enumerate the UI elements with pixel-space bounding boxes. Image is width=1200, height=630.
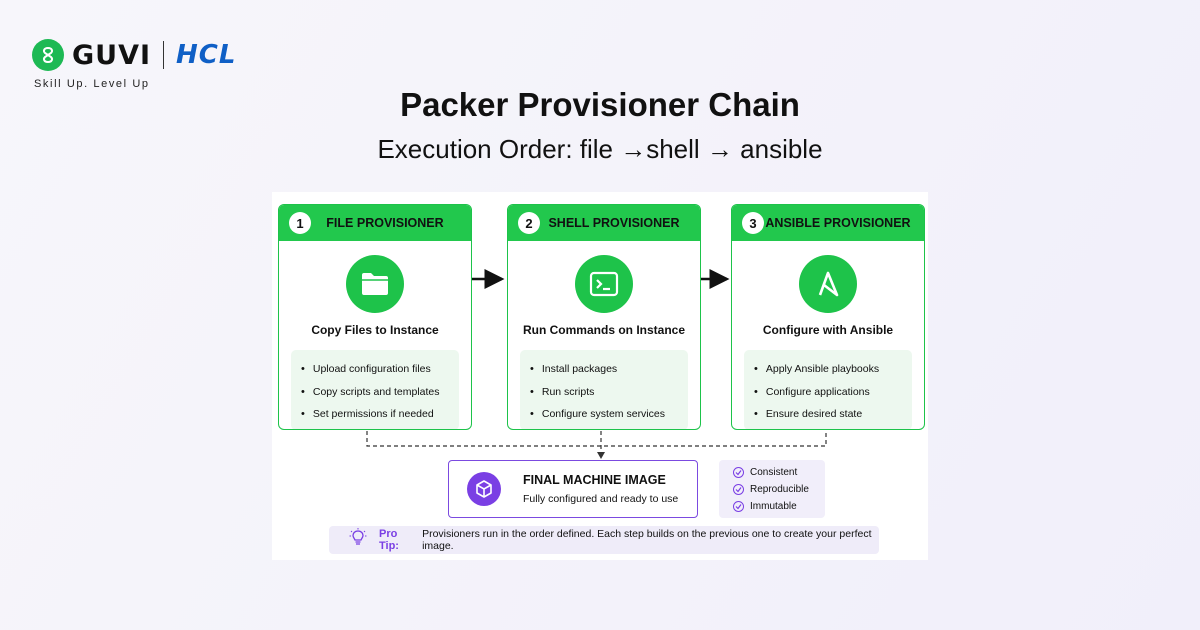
terminal-icon <box>575 255 633 313</box>
ansible-provisioner-card: 3 ANSIBLE PROVISIONER Configure with Ans… <box>731 204 925 430</box>
final-title: FINAL MACHINE IMAGE <box>523 473 666 487</box>
merge-arrowhead <box>597 452 605 459</box>
card-header: 3 ANSIBLE PROVISIONER <box>732 205 924 241</box>
card-heading: Configure with Ansible <box>762 323 894 337</box>
step-number: 2 <box>518 212 540 234</box>
bullet-list: Install packages Run scripts Configure s… <box>520 350 688 429</box>
card-heading: Run Commands on Instance <box>522 323 686 337</box>
card-heading: Copy Files to Instance <box>311 323 439 337</box>
final-description: Fully configured and ready to use <box>523 493 679 505</box>
file-provisioner-card: 1 FILE PROVISIONER Copy Files to Instanc… <box>278 204 472 430</box>
card-title: FILE PROVISIONER <box>326 216 444 230</box>
brand-tagline: Skill Up. Level Up <box>34 78 150 90</box>
check-circle-icon <box>733 501 744 512</box>
check-circle-icon <box>733 467 744 478</box>
shell-provisioner-card: 2 SHELL PROVISIONER Run Commands on Inst… <box>507 204 701 430</box>
list-item: Copy scripts and templates <box>301 381 459 404</box>
guvi-logo-icon <box>32 39 64 71</box>
card-header: 2 SHELL PROVISIONER <box>508 205 700 241</box>
folder-icon <box>346 255 404 313</box>
pro-tip-text: Provisioners run in the order defined. E… <box>422 528 872 552</box>
dashed-merge-lines <box>366 431 827 455</box>
ansible-icon <box>799 255 857 313</box>
card-title: ANSIBLE PROVISIONER <box>765 216 911 230</box>
list-item: Set permissions if needed <box>301 403 459 426</box>
lightbulb-icon <box>349 527 367 553</box>
pro-tip-banner: Pro Tip: Provisioners run in the order d… <box>329 526 879 554</box>
card-header: 1 FILE PROVISIONER <box>279 205 471 241</box>
list-item: Reproducible <box>733 481 825 498</box>
quality-label: Immutable <box>750 501 797 512</box>
list-item: Apply Ansible playbooks <box>754 358 912 381</box>
bullet-list: Apply Ansible playbooks Configure applic… <box>744 350 912 429</box>
final-image-box: FINAL MACHINE IMAGE Fully configured and… <box>448 460 698 518</box>
quality-label: Consistent <box>750 467 798 478</box>
list-item: Configure system services <box>530 403 688 426</box>
brand-logo: GUVI HCL Skill Up. Level Up <box>32 38 332 98</box>
bullet-list: Upload configuration files Copy scripts … <box>291 350 459 429</box>
list-item: Upload configuration files <box>301 358 459 381</box>
step-number: 3 <box>742 212 764 234</box>
cube-icon <box>467 472 501 506</box>
logo-divider <box>163 41 165 69</box>
quality-checklist: Consistent Reproducible Immutable <box>719 460 825 518</box>
card-title: SHELL PROVISIONER <box>548 216 680 230</box>
hcl-wordmark: HCL <box>176 40 237 70</box>
check-circle-icon <box>733 484 744 495</box>
list-item: Run scripts <box>530 381 688 404</box>
list-item: Consistent <box>733 464 825 481</box>
page-subtitle: Execution Order: file →shell → ansible <box>377 134 823 164</box>
list-item: Ensure desired state <box>754 403 912 426</box>
list-item: Configure applications <box>754 381 912 404</box>
guvi-wordmark: GUVI <box>72 39 152 71</box>
step-number: 1 <box>289 212 311 234</box>
page-title: Packer Provisioner Chain <box>400 86 800 123</box>
quality-label: Reproducible <box>750 484 809 495</box>
list-item: Install packages <box>530 358 688 381</box>
list-item: Immutable <box>733 498 825 515</box>
pro-tip-label: Pro Tip: <box>379 528 399 552</box>
